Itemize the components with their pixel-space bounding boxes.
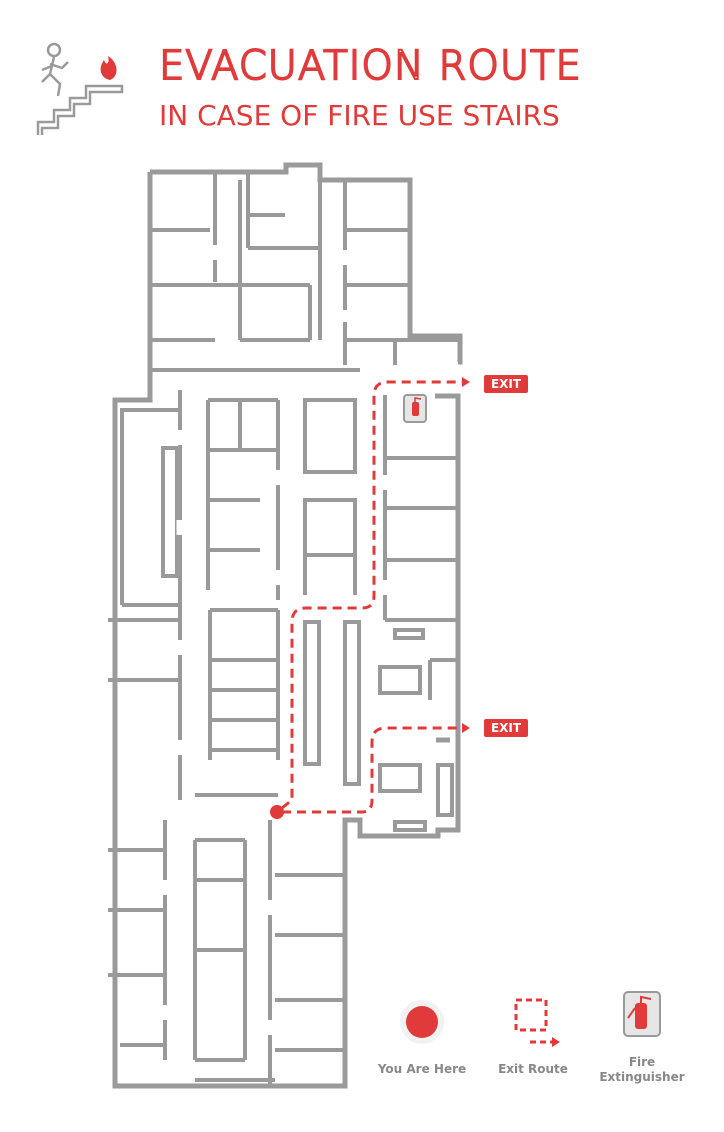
exit-sign-bottom: EXIT: [484, 719, 528, 737]
door-gaps: [161, 245, 389, 1035]
legend-extinguisher-label: Extinguisher: [599, 1070, 685, 1084]
fire-extinguisher-icon: [403, 394, 427, 423]
outer-walls: [112, 162, 463, 1089]
page-subtitle: IN CASE OF FIRE USE STAIRS: [159, 99, 560, 132]
legend-exit-route-label: Exit Route: [498, 1062, 568, 1076]
stairs-fire-icon: [36, 42, 124, 135]
legend-you-are-here-label: You Are Here: [377, 1062, 467, 1076]
legend-you-are-here-icon: [406, 1006, 438, 1038]
page-title: EVACUATION ROUTE: [158, 42, 582, 90]
you-are-here-marker: [270, 805, 284, 819]
legend-fire-extinguisher-icon: [623, 991, 661, 1037]
interior-walls: [108, 172, 458, 1086]
route-arrowheads: [462, 377, 470, 733]
exit-route: [281, 380, 462, 814]
header: EVACUATION ROUTE IN CASE OF FIRE USE STA…: [0, 0, 724, 150]
legend-fire-label: Fire: [628, 1055, 656, 1069]
legend-exit-route-icon: [514, 998, 552, 1044]
exit-sign-top: EXIT: [484, 375, 528, 393]
